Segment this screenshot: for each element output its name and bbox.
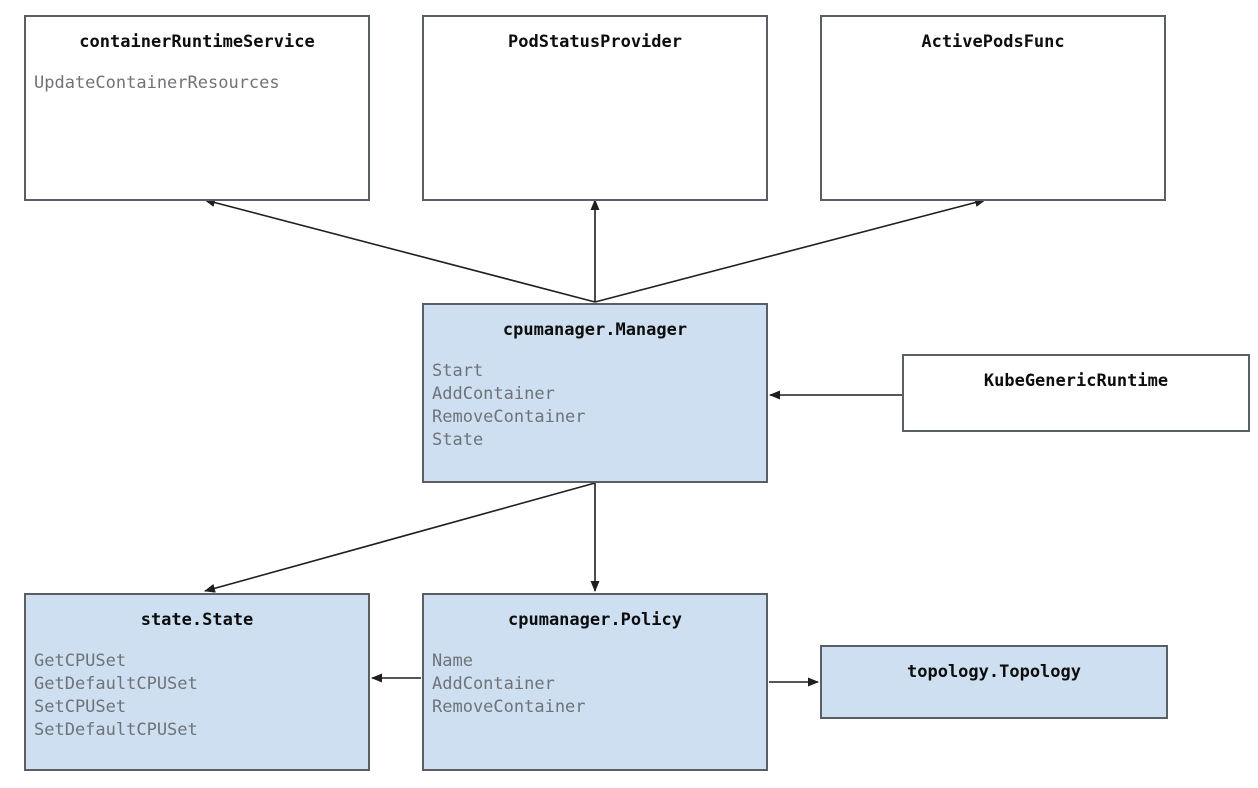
class-title: KubeGenericRuntime <box>983 371 1169 391</box>
class-members: Name AddContainer RemoveContainer <box>424 650 766 719</box>
edge-manager-to-statestate <box>204 482 596 593</box>
class-title: cpumanager.Manager <box>502 320 688 340</box>
edge-manager-to-containerruntimeservice <box>204 198 596 303</box>
class-title: topology.Topology <box>907 662 1081 682</box>
class-member: RemoveContainer <box>432 697 586 717</box>
class-members: Start AddContainer RemoveContainer State <box>424 360 766 452</box>
class-box-podstatusprovider[interactable]: PodStatusProvider <box>422 15 768 201</box>
class-box-cpumanager-policy[interactable]: cpumanager.Policy Name AddContainer Remo… <box>422 593 768 771</box>
class-member: SetCPUSet <box>34 697 127 717</box>
class-members: UpdateContainerResources <box>26 72 368 95</box>
class-member: Start <box>432 361 484 381</box>
class-member: GetDefaultCPUSet <box>34 674 198 694</box>
class-title: PodStatusProvider <box>508 32 682 52</box>
class-member: UpdateContainerResources <box>34 73 280 93</box>
class-box-topology-topology[interactable]: topology.Topology <box>820 645 1168 719</box>
class-members: GetCPUSet GetDefaultCPUSet SetCPUSet Set… <box>26 650 368 742</box>
class-member: AddContainer <box>432 384 555 404</box>
class-member: Name <box>432 651 473 671</box>
class-member: GetCPUSet <box>34 651 127 671</box>
edge-manager-to-activepodsfunc <box>594 198 986 303</box>
class-title: ActivePodsFunc <box>921 32 1065 52</box>
class-member: State <box>432 430 484 450</box>
class-box-activepodsfunc[interactable]: ActivePodsFunc <box>820 15 1166 201</box>
class-box-kubegenericruntime[interactable]: KubeGenericRuntime <box>902 354 1250 432</box>
class-title: cpumanager.Policy <box>508 610 682 630</box>
class-member: RemoveContainer <box>432 407 586 427</box>
class-title: containerRuntimeService <box>79 32 315 52</box>
class-member: AddContainer <box>432 674 555 694</box>
class-title: state.State <box>140 610 254 630</box>
class-box-cpumanager-manager[interactable]: cpumanager.Manager Start AddContainer Re… <box>422 303 768 483</box>
class-box-containerruntimeservice[interactable]: containerRuntimeService UpdateContainerR… <box>24 15 370 201</box>
class-member: SetDefaultCPUSet <box>34 720 198 740</box>
class-box-state-state[interactable]: state.State GetCPUSet GetDefaultCPUSet S… <box>24 593 370 771</box>
